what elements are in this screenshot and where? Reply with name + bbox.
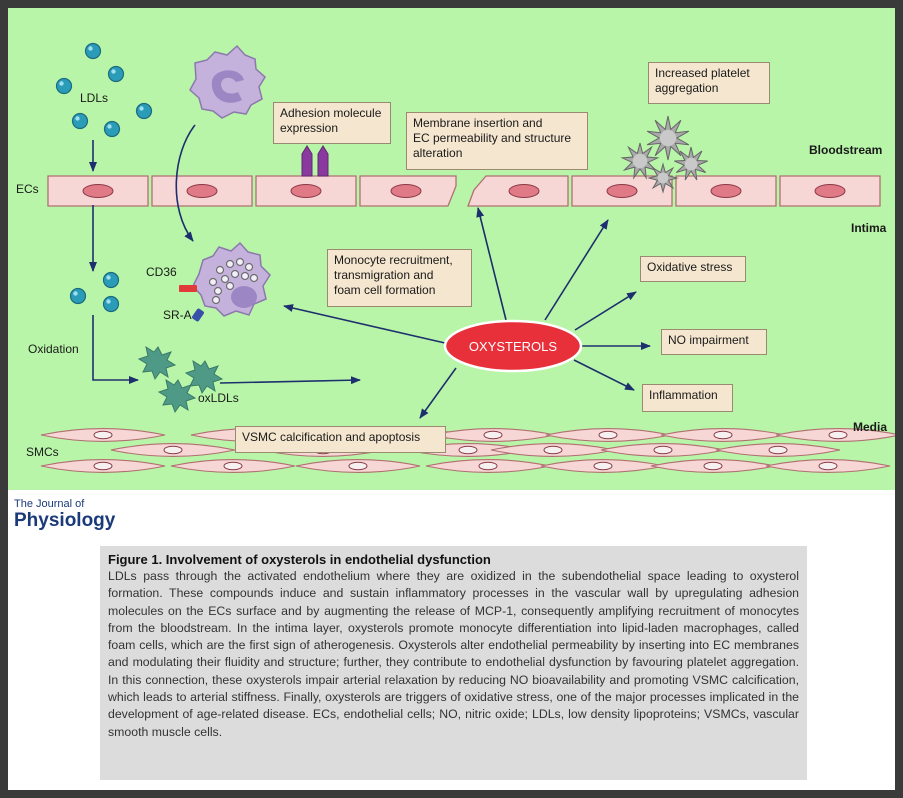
ldl-particles [55, 42, 153, 313]
oxidative-stress-box: Oxidative stress [640, 256, 746, 282]
ldl-highlight [139, 106, 144, 111]
arrow-oxidation [92, 315, 139, 384]
smc-nucleus [223, 461, 243, 471]
smc-nucleus [163, 445, 183, 455]
arrow-oxldl-to-oxysterols [219, 376, 361, 385]
ldl-particle [135, 102, 153, 120]
oxidation-label: Oxidation [28, 342, 79, 356]
ldl-highlight [59, 81, 64, 86]
ecs-label: ECs [16, 182, 39, 196]
ldl-particle [84, 42, 102, 60]
smc-nucleus [828, 430, 848, 440]
smc-nucleus [93, 461, 113, 471]
smcs-label: SMCs [26, 445, 59, 459]
sra-label: SR-A [163, 308, 192, 322]
ldl-particle [71, 112, 89, 130]
smc-nucleus [93, 430, 113, 440]
sra-receptor [192, 308, 204, 322]
journal-prefix: The Journal of [14, 498, 85, 510]
arrow-to-platelet [544, 219, 609, 321]
oxldl-particle [137, 345, 177, 381]
smc-nucleus [598, 430, 618, 440]
ldl-particle [55, 77, 73, 95]
oxldl-particles [137, 345, 224, 414]
figure-caption: Figure 1. Involvement of oxysterols in e… [100, 546, 807, 780]
arrow-to-foam-cell [283, 304, 446, 344]
platelet-core [632, 153, 648, 169]
ec-nucleus [82, 184, 114, 198]
arrow-to-oxidative-stress [574, 291, 637, 331]
adhesion-molecules [301, 145, 329, 177]
figure-frame: OXYSTEROLS Bloodstream Intima Media ECs … [8, 8, 895, 790]
smc-nucleus [703, 461, 723, 471]
smc-nucleus [483, 430, 503, 440]
ec-nucleus [390, 184, 422, 198]
inflammation-box: Inflammation [642, 384, 733, 412]
ldl-particle [69, 287, 87, 305]
arrow-monocyte-transmigration [175, 124, 196, 242]
ec-nucleus [290, 184, 322, 198]
no-impairment-box: NO impairment [661, 329, 767, 355]
arrow-to-vsmc [419, 367, 457, 419]
ldl-highlight [73, 291, 78, 296]
smc-nucleus [458, 445, 478, 455]
intima-label: Intima [851, 221, 887, 235]
ec-nucleus [508, 184, 540, 198]
monocyte-recruitment-box: Monocyte recruitment, transmigration and… [327, 249, 472, 307]
endothelial-cell-layer [47, 175, 881, 207]
adhesion-molecule-box: Adhesion molecule expression [273, 102, 391, 144]
ldl-highlight [75, 116, 80, 121]
ec-nucleus [814, 184, 846, 198]
ldl-particle [102, 271, 120, 289]
oxldls-label: oxLDLs [198, 391, 239, 405]
arrow-to-membrane [476, 207, 507, 321]
bloodstream-label: Bloodstream [809, 143, 883, 157]
ldl-particle [102, 295, 120, 313]
oxysterols-node [443, 319, 583, 373]
cd36-label: CD36 [146, 265, 177, 279]
platelet-core [684, 157, 698, 171]
smc-nucleus [768, 445, 788, 455]
caption-title: Figure 1. Involvement of oxysterols in e… [108, 552, 491, 567]
smc-nucleus [713, 430, 733, 440]
ldl-particle [107, 65, 125, 83]
cd36-receptor [179, 285, 197, 292]
oxysterols-label: OXYSTEROLS [469, 339, 557, 354]
ldl-highlight [106, 299, 111, 304]
ldl-highlight [88, 46, 93, 51]
membrane-insertion-box: Membrane insertion and EC permeability a… [406, 112, 588, 170]
ldl-highlight [111, 69, 116, 74]
smc-nucleus [348, 461, 368, 471]
figure-panel: OXYSTEROLS Bloodstream Intima Media ECs … [8, 8, 895, 790]
ldl-highlight [106, 275, 111, 280]
platelet-core [659, 129, 677, 147]
smc-nucleus [818, 461, 838, 471]
media-label: Media [853, 420, 888, 434]
smc-nucleus [653, 445, 673, 455]
journal-logo: The Journal of Physiology [14, 498, 115, 532]
pathway-arrows [89, 124, 651, 419]
ec-nucleus [606, 184, 638, 198]
journal-name: Physiology [14, 510, 116, 531]
smc-nucleus [543, 445, 563, 455]
platelet-aggregation-box: Increased platelet aggregation [648, 62, 770, 104]
smc-nucleus [593, 461, 613, 471]
lipid-droplets [208, 257, 259, 305]
oxldl-particle [184, 359, 224, 395]
arrow-to-inflammation [573, 359, 635, 391]
platelet-core [657, 172, 669, 184]
ec-nucleus [710, 184, 742, 198]
aggregated-platelets [620, 115, 708, 194]
ec-nucleus [186, 184, 218, 198]
oxldl-particle [157, 378, 197, 414]
vsmc-calcification-box: VSMC calcification and apoptosis [235, 426, 446, 453]
foam-cell-macrophage [179, 241, 271, 322]
ldl-particle [103, 120, 121, 138]
caption-text: LDLs pass through the activated endothel… [108, 569, 799, 739]
smc-nucleus [478, 461, 498, 471]
ldl-highlight [107, 124, 112, 129]
ldls-label: LDLs [80, 91, 109, 105]
monocyte-cell [189, 44, 266, 119]
